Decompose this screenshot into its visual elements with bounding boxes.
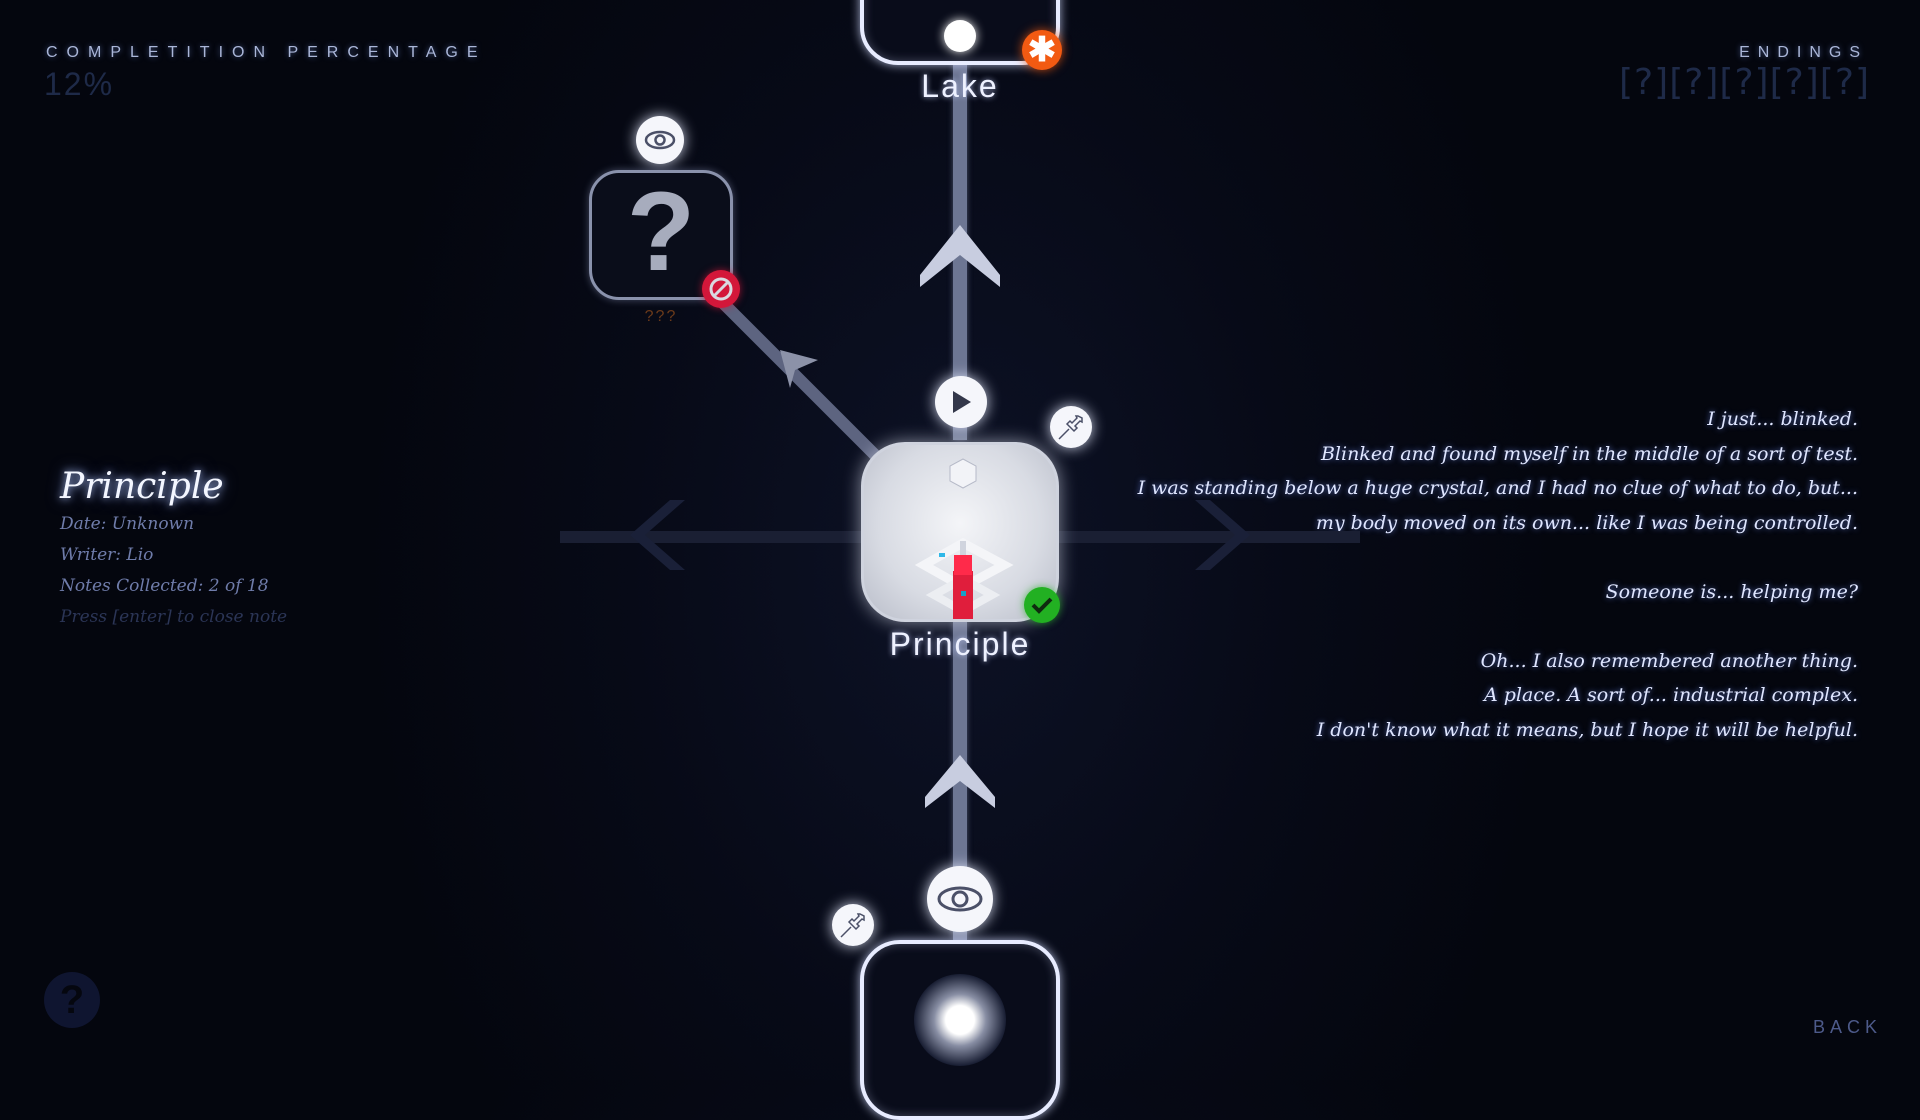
view-button[interactable]: [636, 116, 684, 164]
notes-collected: Notes Collected: 2 of 18: [60, 576, 269, 596]
play-icon: [953, 391, 971, 413]
unknown-label: ???: [644, 308, 678, 325]
note-date: Date: Unknown: [60, 514, 195, 534]
endings-label: ENDINGS: [1739, 44, 1868, 61]
note-line: Oh... I also remembered another thing.: [1480, 649, 1858, 672]
note-line: my body moved on its own... like I was b…: [1315, 511, 1858, 534]
up-arrow-icon: [925, 755, 995, 808]
note-line: I just... blinked.: [1707, 408, 1858, 430]
up-arrow-icon: [920, 225, 1000, 287]
blocked-icon: [702, 270, 740, 308]
path-to-unknown: [715, 295, 885, 465]
note-line: Someone is... helping me?: [1605, 580, 1858, 603]
level-preview-image: [914, 458, 1014, 619]
note-line-blank: [1098, 609, 1858, 644]
eye-icon: [644, 130, 676, 150]
note-info-panel: Principle Date: Unknown Writer: Lio Note…: [60, 466, 287, 633]
note-body: I just... blinked. Blinked and found mys…: [1098, 402, 1858, 747]
close-note-hint: Press [enter] to close note: [60, 607, 288, 627]
right-arrow-icon: [1195, 500, 1250, 570]
note-line: I don't know what it means, but I hope i…: [1316, 718, 1858, 741]
pin-note-button[interactable]: [832, 904, 874, 946]
completion-label: COMPLETITION PERCENTAGE: [46, 44, 487, 61]
help-button[interactable]: ?: [44, 972, 100, 1028]
question-mark-icon: ?: [626, 169, 696, 294]
level-node-principle[interactable]: [861, 442, 1059, 622]
pushpin-icon: [840, 913, 865, 938]
play-button[interactable]: [935, 376, 987, 428]
note-line: A place. A sort of... industrial complex…: [1484, 684, 1858, 706]
light-orb-icon: [944, 20, 976, 52]
left-arrow-icon: [630, 500, 685, 570]
pin-note-button[interactable]: [1050, 406, 1092, 448]
principle-label: Principle: [889, 626, 1031, 662]
note-line: Blinked and found myself in the middle o…: [1320, 442, 1858, 465]
level-node-start[interactable]: [860, 940, 1060, 1120]
back-button[interactable]: BACK: [1812, 1017, 1882, 1037]
asterisk-icon: ✱: [1022, 30, 1062, 70]
view-button[interactable]: [927, 866, 993, 932]
light-orb-icon: [914, 974, 1006, 1066]
checkmark-icon: [1024, 587, 1060, 623]
eye-icon: [937, 886, 983, 912]
pushpin-icon: [1058, 415, 1083, 440]
note-writer: Writer: Lio: [60, 545, 154, 565]
note-line: I was standing below a huge crystal, and…: [1137, 477, 1858, 499]
lake-label: Lake: [921, 68, 999, 104]
question-mark-icon: ?: [59, 977, 85, 1022]
note-title: Principle: [60, 466, 224, 507]
endings-slots: [?][?][?][?][?]: [1619, 62, 1870, 103]
completion-value: 12%: [44, 66, 115, 102]
